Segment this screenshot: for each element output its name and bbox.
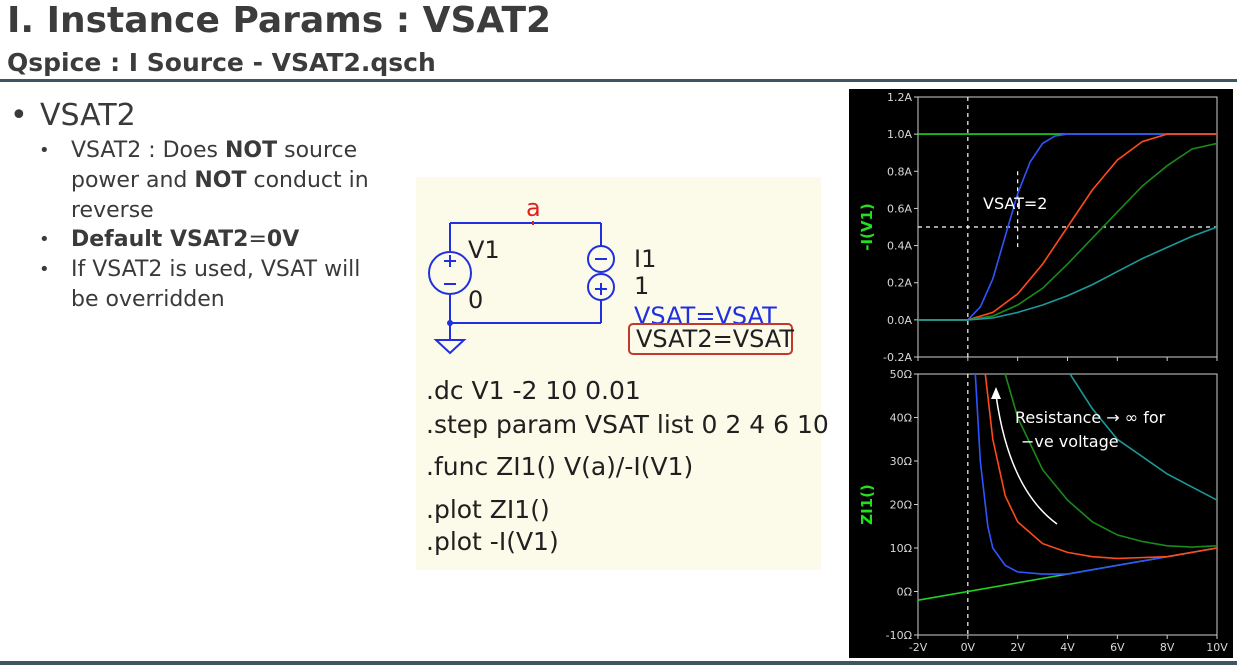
annotation-arrow-shaft <box>995 394 1058 525</box>
current-series-3 <box>918 142 1217 321</box>
vsat-annotation: VSAT=2 <box>983 194 1047 213</box>
bullet-dot: • <box>39 140 50 161</box>
impedance-x-tick-label: 2V <box>1010 641 1025 654</box>
bullet-item-3-text: If VSAT2 is used, VSAT will be overridde… <box>71 257 361 312</box>
impedance-x-tick-label: 10V <box>1206 641 1228 654</box>
schematic-panel: a V1 0 I1 1 VSAT=VSAT VSAT2=VSAT .dc V1 … <box>416 177 829 570</box>
current-y-tick-label: 1.0A <box>887 128 912 141</box>
impedance-x-tick-label: 8V <box>1160 641 1175 654</box>
current-series-4 <box>918 226 1217 321</box>
impedance-y-tick-label: -10Ω <box>886 629 912 642</box>
node-label-a: a <box>526 194 541 222</box>
i1-value: 1 <box>634 272 650 300</box>
current-y-tick-label: 0.2A <box>887 277 912 290</box>
impedance-y-tick-label: 50Ω <box>890 368 912 381</box>
resistance-note-line-1: Resistance → ∞ for <box>1015 408 1166 427</box>
param-vsat2-highlight: VSAT2=VSAT <box>628 323 794 355</box>
impedance-y-axis-label: ZI1() <box>858 484 876 525</box>
bullet-dot: • <box>10 98 28 133</box>
impedance-y-tick-label: 40Ω <box>890 412 912 425</box>
schematic-diagram <box>428 221 615 355</box>
current-series-1 <box>918 133 1217 321</box>
directive-plot-zi1: .plot ZI1() <box>426 495 550 524</box>
impedance-y-tick-label: 30Ω <box>890 455 912 468</box>
bullet-item-2-text: Default VSAT2=0V <box>71 227 300 252</box>
current-y-tick-label: 0.4A <box>887 240 912 253</box>
impedance-x-tick-label: -2V <box>909 641 928 654</box>
impedance-series-4 <box>1069 374 1217 501</box>
bullet-item-1-text: VSAT2 : Does NOT source power and NOT co… <box>71 138 369 223</box>
impedance-series-1 <box>974 374 1217 575</box>
impedance-x-tick-label: 0V <box>961 641 976 654</box>
waveform-plot: 1.2A 1.0A 0.8A 0.6A 0.4A 0.2A 0.0A -0.2A -I(V1) 5… <box>858 91 1228 654</box>
param-vsat: VSAT=VSAT <box>634 302 777 330</box>
i1-name: I1 <box>634 245 657 273</box>
current-y-tick-label: 1.2A <box>887 91 912 104</box>
resistance-note-line-2: −ve voltage <box>1021 432 1119 451</box>
impedance-series-3 <box>1004 374 1217 548</box>
current-y-axis-label: -I(V1) <box>858 203 876 251</box>
v1-value: 0 <box>468 286 484 314</box>
impedance-x-tick-label: 6V <box>1110 641 1125 654</box>
impedance-x-tick-label: 4V <box>1060 641 1075 654</box>
current-y-tick-label: 0.8A <box>887 165 912 178</box>
impedance-y-tick-label: 0Ω <box>897 586 912 599</box>
current-y-tick-label: 0.0A <box>887 314 912 327</box>
current-series-2 <box>918 133 1217 321</box>
footer-divider <box>0 661 1237 665</box>
v1-name: V1 <box>468 236 500 264</box>
directive-func: .func ZI1() V(a)/-I(V1) <box>426 452 694 481</box>
waveform-viewer: 1.2A 1.0A 0.8A 0.6A 0.4A 0.2A 0.0A -0.2A -I(V1) 5… <box>849 89 1233 658</box>
directive-dc: .dc V1 -2 10 0.01 <box>426 376 641 405</box>
annotation-arrow-head <box>991 387 1001 399</box>
bullet-dot: • <box>39 259 50 280</box>
impedance-y-tick-label: 10Ω <box>890 542 912 555</box>
title-divider <box>0 79 1237 82</box>
directive-step: .step param VSAT list 0 2 4 6 10 <box>426 410 829 439</box>
impedance-series-2 <box>984 374 1217 560</box>
bullet-main-label: VSAT2 <box>40 98 136 133</box>
slide-title: I. Instance Params : VSAT2 <box>7 0 552 41</box>
current-y-tick-label: 0.6A <box>887 202 912 215</box>
bullet-dot: • <box>39 229 50 250</box>
slide-subtitle: Qspice : I Source - VSAT2.qsch <box>7 48 436 77</box>
impedance-y-tick-label: 20Ω <box>890 499 912 512</box>
current-y-tick-label: -0.2A <box>883 351 912 364</box>
directive-plot-iv1: .plot -I(V1) <box>426 527 559 556</box>
